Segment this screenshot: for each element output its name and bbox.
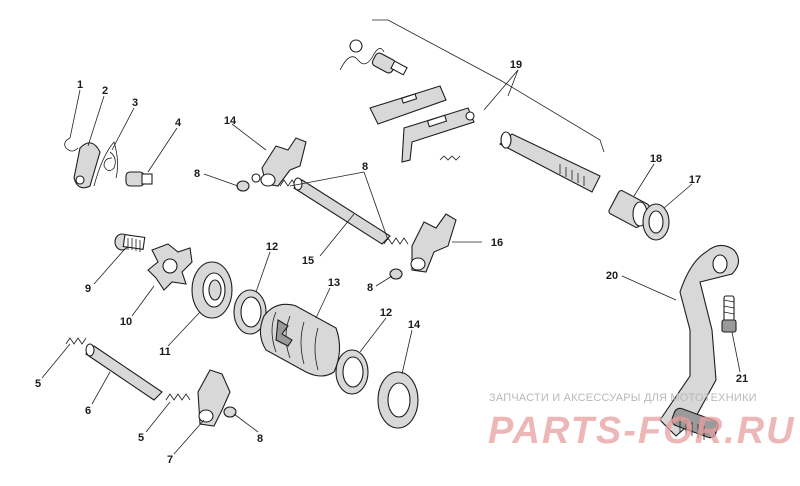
watermark-tagline: ЗАПЧАСТИ И АКСЕССУАРЫ ДЛЯ МОТОТЕХНИКИ — [489, 392, 757, 404]
callout-16: 16 — [491, 237, 503, 249]
callout-6: 6 — [85, 405, 91, 417]
part-8-pin-c — [223, 406, 237, 418]
callout-4: 4 — [175, 117, 182, 129]
callout-10: 10 — [120, 316, 132, 328]
callout-13: 13 — [328, 277, 340, 289]
part-17-oil-seal — [642, 203, 670, 241]
callout-11: 11 — [159, 346, 171, 358]
callout-20: 20 — [606, 270, 618, 282]
part-14-bearing-lower — [377, 371, 419, 429]
callout-7: 7 — [167, 454, 173, 466]
part-2-stopper-arm — [73, 142, 101, 189]
part-5-spring-lower — [165, 393, 191, 401]
part-12-shim-upper — [233, 289, 267, 335]
callout-labels: 1 2 3 4 14 8 8 15 16 8 12 13 9 10 11 12 … — [35, 59, 748, 466]
part-11-bearing — [191, 261, 233, 319]
callout-5-lower: 5 — [138, 432, 144, 444]
assembly-19-bracket — [372, 19, 605, 153]
watermark-logo-text: PARTS-FOR.RU — [488, 410, 796, 452]
watermark-logo: PARTS-FOR.RU — [488, 410, 796, 452]
part-20-gear-pedal — [659, 244, 740, 440]
part-5-spring-upper — [65, 337, 87, 345]
part-19-shift-shaft-assembly — [339, 39, 601, 193]
callout-9: 9 — [85, 283, 91, 295]
part-13-shift-drum — [259, 303, 341, 377]
callout-1: 1 — [77, 79, 83, 91]
callout-12-lower: 12 — [380, 307, 392, 319]
callout-19: 19 — [510, 59, 522, 71]
leader-lines — [41, 69, 741, 455]
callout-5-upper: 5 — [35, 378, 41, 390]
part-14-shift-fork-upper — [251, 137, 307, 187]
part-4-bolt — [125, 171, 153, 187]
callout-12-upper: 12 — [266, 241, 278, 253]
callout-3: 3 — [132, 97, 138, 109]
callout-15: 15 — [302, 255, 314, 267]
callout-8-a: 8 — [194, 168, 200, 180]
part-1-clip — [64, 137, 79, 152]
part-6-fork-shaft — [85, 343, 163, 401]
callout-2: 2 — [102, 85, 108, 97]
part-9-screw — [114, 233, 146, 252]
callout-8-d: 8 — [257, 433, 263, 445]
part-15-fork-shaft — [293, 177, 391, 245]
part-7-shift-fork — [197, 369, 231, 427]
part-10-shift-cam-plate — [147, 243, 193, 291]
callout-17: 17 — [689, 174, 701, 186]
part-8-pin-a — [236, 180, 250, 192]
part-16-shift-fork — [410, 213, 457, 273]
part-21-bolt — [721, 295, 737, 333]
part-12-shim-lower — [335, 349, 369, 395]
callout-21: 21 — [736, 373, 748, 385]
part-8-pin-b — [389, 268, 403, 280]
callout-14-upper: 14 — [224, 115, 237, 127]
callout-14-lower: 14 — [408, 319, 421, 331]
callout-18: 18 — [650, 153, 662, 165]
callout-8-b: 8 — [362, 161, 368, 173]
callout-8-c: 8 — [367, 282, 373, 294]
part-3-spring — [93, 141, 118, 187]
